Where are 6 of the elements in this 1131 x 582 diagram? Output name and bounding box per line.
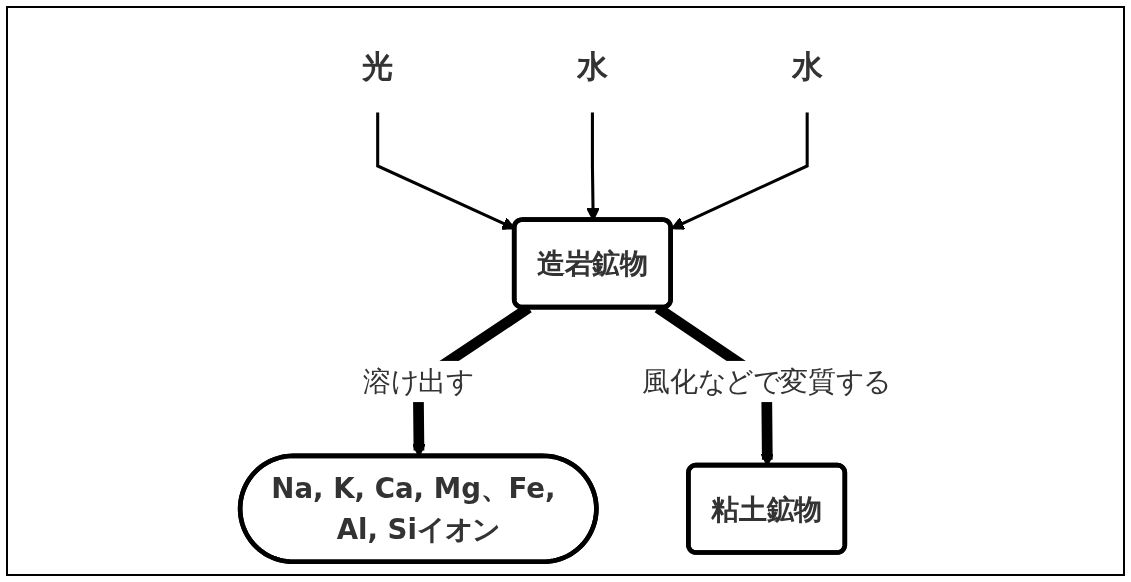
edge-label: 溶け出す — [363, 365, 474, 398]
node-text: 光 — [362, 47, 394, 85]
node-text: 水 — [791, 47, 823, 85]
arrow — [670, 112, 809, 230]
node-text: 水 — [577, 47, 608, 85]
edge-label: 風化などで変質する — [642, 365, 891, 398]
